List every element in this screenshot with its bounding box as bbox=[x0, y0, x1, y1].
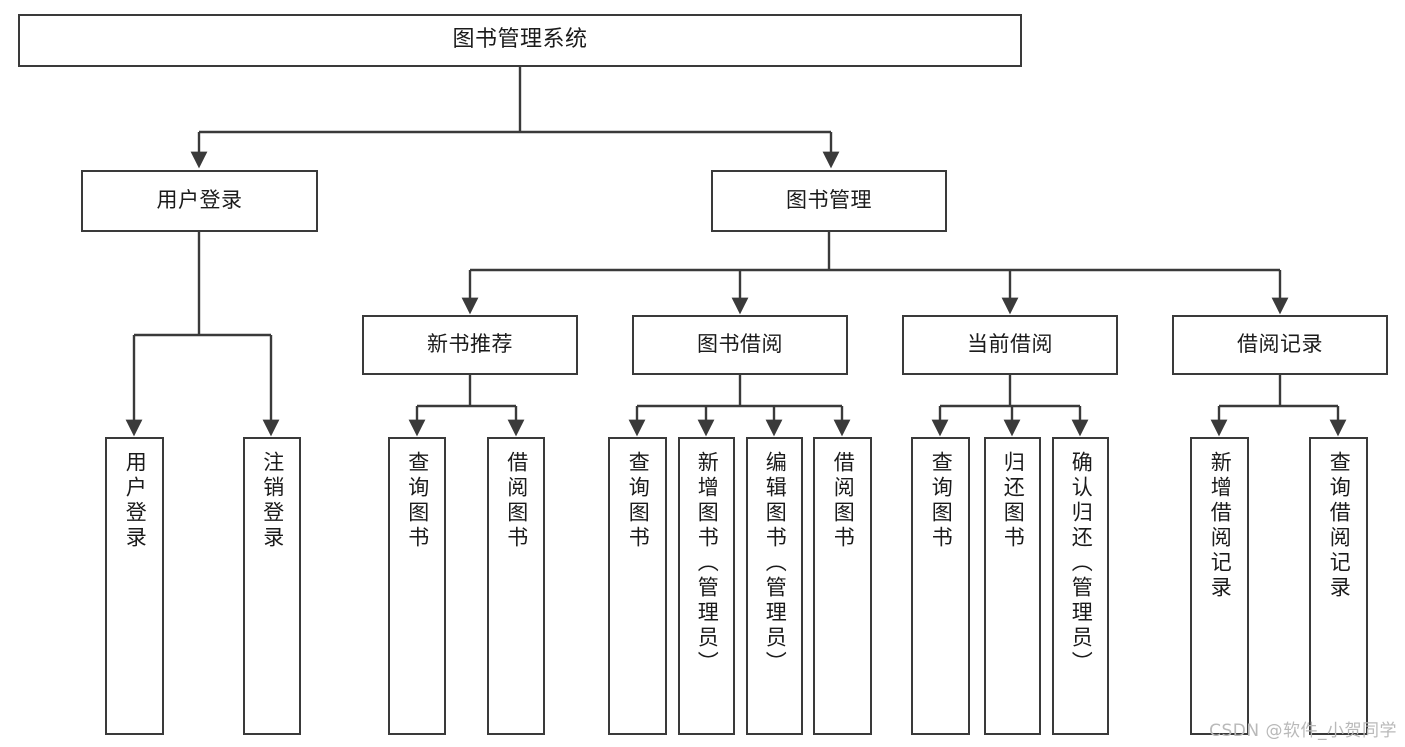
leaf-borrow-book-label: 借阅图书 bbox=[831, 451, 856, 551]
node-new-book-recommend-label: 新书推荐 bbox=[427, 332, 513, 357]
node-current-borrow-label: 当前借阅 bbox=[967, 332, 1053, 357]
leaf-borrow-book-newbook[interactable]: 借阅图书 bbox=[487, 437, 545, 735]
node-root-label: 图书管理系统 bbox=[452, 27, 588, 53]
leaf-logout-login-label: 注销登录 bbox=[260, 451, 285, 551]
leaf-query-borrow-record[interactable]: 查询借阅记录 bbox=[1309, 437, 1368, 735]
leaf-borrow-book-newbook-label: 借阅图书 bbox=[504, 451, 529, 551]
leaf-return-book[interactable]: 归还图书 bbox=[984, 437, 1041, 735]
leaf-return-book-label: 归还图书 bbox=[1001, 451, 1026, 551]
leaf-add-borrow-record[interactable]: 新增借阅记录 bbox=[1190, 437, 1249, 735]
node-root[interactable]: 图书管理系统 bbox=[18, 14, 1022, 67]
leaf-add-book-admin-label: 新增图书（管理员） bbox=[695, 451, 720, 676]
node-book-management-label: 图书管理 bbox=[786, 188, 872, 213]
leaf-borrow-book[interactable]: 借阅图书 bbox=[813, 437, 872, 735]
node-book-borrow[interactable]: 图书借阅 bbox=[632, 315, 848, 375]
node-book-management[interactable]: 图书管理 bbox=[711, 170, 947, 232]
node-book-borrow-label: 图书借阅 bbox=[697, 332, 783, 357]
leaf-query-borrow-record-label: 查询借阅记录 bbox=[1327, 451, 1352, 601]
node-user-login[interactable]: 用户登录 bbox=[81, 170, 318, 232]
node-borrow-records[interactable]: 借阅记录 bbox=[1172, 315, 1388, 375]
leaf-query-book-newbook-label: 查询图书 bbox=[405, 451, 430, 551]
leaf-user-login-label: 用户登录 bbox=[123, 451, 148, 551]
node-current-borrow[interactable]: 当前借阅 bbox=[902, 315, 1118, 375]
node-new-book-recommend[interactable]: 新书推荐 bbox=[362, 315, 578, 375]
leaf-add-borrow-record-label: 新增借阅记录 bbox=[1208, 451, 1233, 601]
leaf-query-book-current-label: 查询图书 bbox=[929, 451, 954, 551]
node-user-login-label: 用户登录 bbox=[156, 188, 243, 213]
leaf-confirm-return-admin-label: 确认归还（管理员） bbox=[1069, 451, 1094, 676]
leaf-query-book-current[interactable]: 查询图书 bbox=[911, 437, 970, 735]
leaf-edit-book-admin-label: 编辑图书（管理员） bbox=[763, 451, 788, 676]
leaf-user-login[interactable]: 用户登录 bbox=[105, 437, 164, 735]
leaf-confirm-return-admin[interactable]: 确认归还（管理员） bbox=[1052, 437, 1109, 735]
leaf-edit-book-admin[interactable]: 编辑图书（管理员） bbox=[746, 437, 803, 735]
leaf-add-book-admin[interactable]: 新增图书（管理员） bbox=[678, 437, 735, 735]
leaf-logout-login[interactable]: 注销登录 bbox=[243, 437, 301, 735]
leaf-query-book-borrow-label: 查询图书 bbox=[626, 451, 651, 551]
node-borrow-records-label: 借阅记录 bbox=[1237, 332, 1323, 357]
leaf-query-book-borrow[interactable]: 查询图书 bbox=[608, 437, 667, 735]
leaf-query-book-newbook[interactable]: 查询图书 bbox=[388, 437, 446, 735]
